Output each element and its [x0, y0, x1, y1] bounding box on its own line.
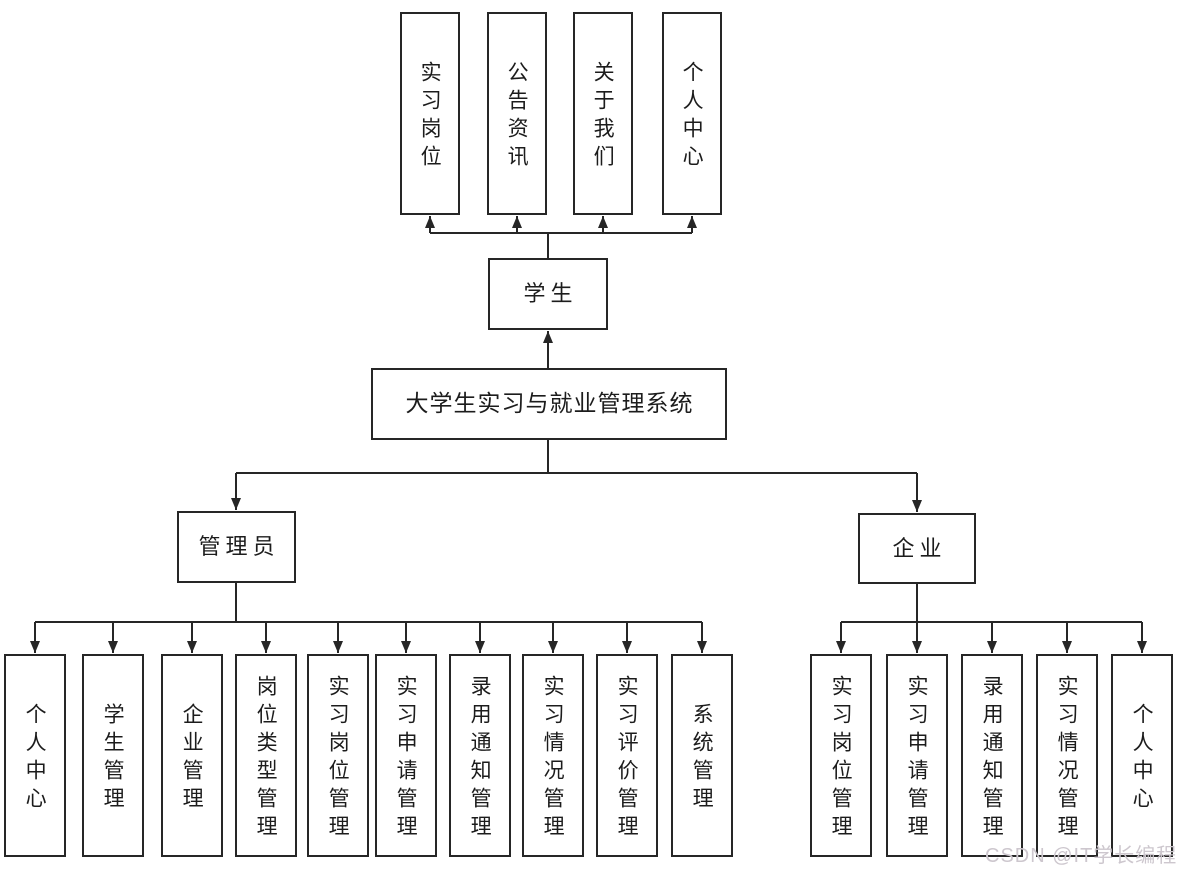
node-enterprise-internship-position-management: 实习岗位管理: [810, 654, 872, 857]
node-page-personal-center: 个人中心: [662, 12, 722, 215]
node-admin-personal-center: 个人中心: [4, 654, 66, 857]
node-enterprise-internship-application-management: 实习申请管理: [886, 654, 948, 857]
node-page-announcements: 公告资讯: [487, 12, 547, 215]
connector-enterprise-to-modules: [836, 584, 1147, 653]
node-admin-enterprise-management: 企业管理: [161, 654, 223, 857]
node-enterprise-internship-status-management: 实习情况管理: [1036, 654, 1098, 857]
node-admin-internship-position-management: 实习岗位管理: [307, 654, 369, 857]
node-system-root: 大学生实习与就业管理系统: [371, 368, 727, 440]
node-page-about-us: 关于我们: [573, 12, 633, 215]
node-admin-system-management: 系统管理: [671, 654, 733, 857]
node-page-internship-positions: 实习岗位: [400, 12, 460, 215]
node-admin-internship-evaluation-management: 实习评价管理: [596, 654, 658, 857]
node-admin-position-type-management: 岗位类型管理: [235, 654, 297, 857]
node-enterprise-personal-center: 个人中心: [1111, 654, 1173, 857]
node-admin-offer-notice-management: 录用通知管理: [449, 654, 511, 857]
node-admin-internship-status-management: 实习情况管理: [522, 654, 584, 857]
node-role-admin: 管理员: [177, 511, 296, 583]
connector-student-to-pages: [425, 216, 697, 258]
node-role-enterprise: 企业: [858, 513, 976, 584]
connector-admin-to-modules: [30, 583, 707, 653]
node-admin-internship-application-management: 实习申请管理: [375, 654, 437, 857]
node-admin-student-management: 学生管理: [82, 654, 144, 857]
node-role-student: 学生: [488, 258, 608, 330]
node-enterprise-offer-notice-management: 录用通知管理: [961, 654, 1023, 857]
csdn-watermark: CSDN @IT学长编程: [985, 845, 1178, 867]
connector-root-to-roles: [231, 440, 922, 512]
